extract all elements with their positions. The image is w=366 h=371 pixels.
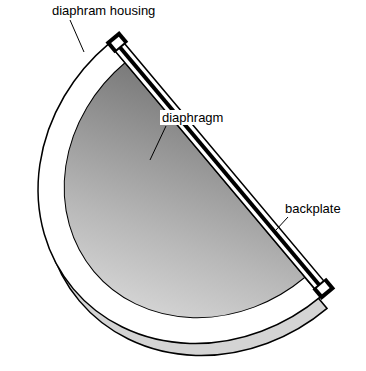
leader-line [276, 217, 288, 230]
leader-line [70, 20, 84, 52]
leader-line [150, 126, 166, 160]
part-label: diaphragm [160, 110, 225, 125]
part-label: diaphram housing [50, 3, 157, 18]
part-label: backplate [283, 201, 343, 216]
